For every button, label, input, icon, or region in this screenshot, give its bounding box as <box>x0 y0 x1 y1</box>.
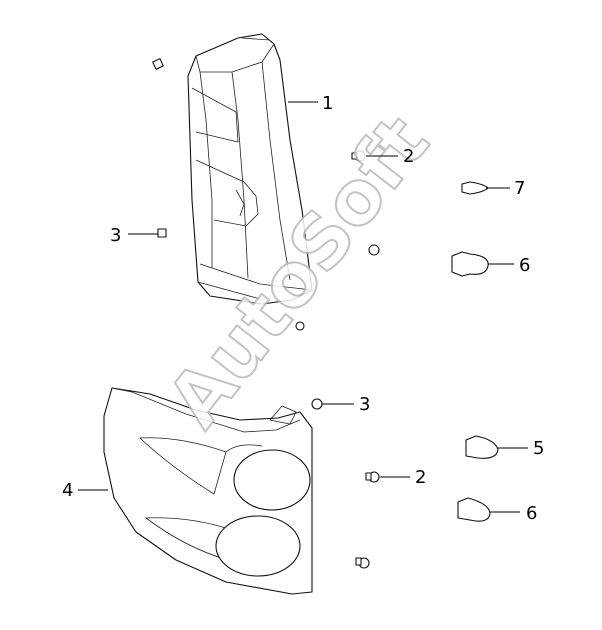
callout-3-right: 3 <box>359 394 370 415</box>
callout-6-lower: 6 <box>526 503 537 524</box>
small-bulb-7 <box>461 181 489 195</box>
bulb-6-upper <box>451 251 489 277</box>
nut-housing <box>295 321 305 331</box>
bulb-6-lower <box>457 497 491 522</box>
lower-lamp-assembly <box>103 387 313 595</box>
callout-7: 7 <box>514 178 525 199</box>
nut-left <box>157 228 167 238</box>
callout-5: 5 <box>533 438 544 459</box>
bolt-upper-right <box>351 150 366 162</box>
nut-lower <box>311 398 323 410</box>
upper-lamp-housing <box>187 33 313 305</box>
bulb-5 <box>465 435 499 459</box>
callout-1: 1 <box>322 93 333 114</box>
callout-6-upper: 6 <box>519 255 530 276</box>
bolt-bottom <box>355 557 370 569</box>
callout-2-lower: 2 <box>415 467 426 488</box>
nut-middle <box>368 244 380 256</box>
callout-3-left: 3 <box>110 225 121 246</box>
callout-2-upper: 2 <box>403 146 414 167</box>
bolt-lower-right <box>365 471 380 483</box>
callout-4: 4 <box>62 480 73 501</box>
leader-lines <box>78 101 528 513</box>
screw-upper-left <box>152 58 164 70</box>
